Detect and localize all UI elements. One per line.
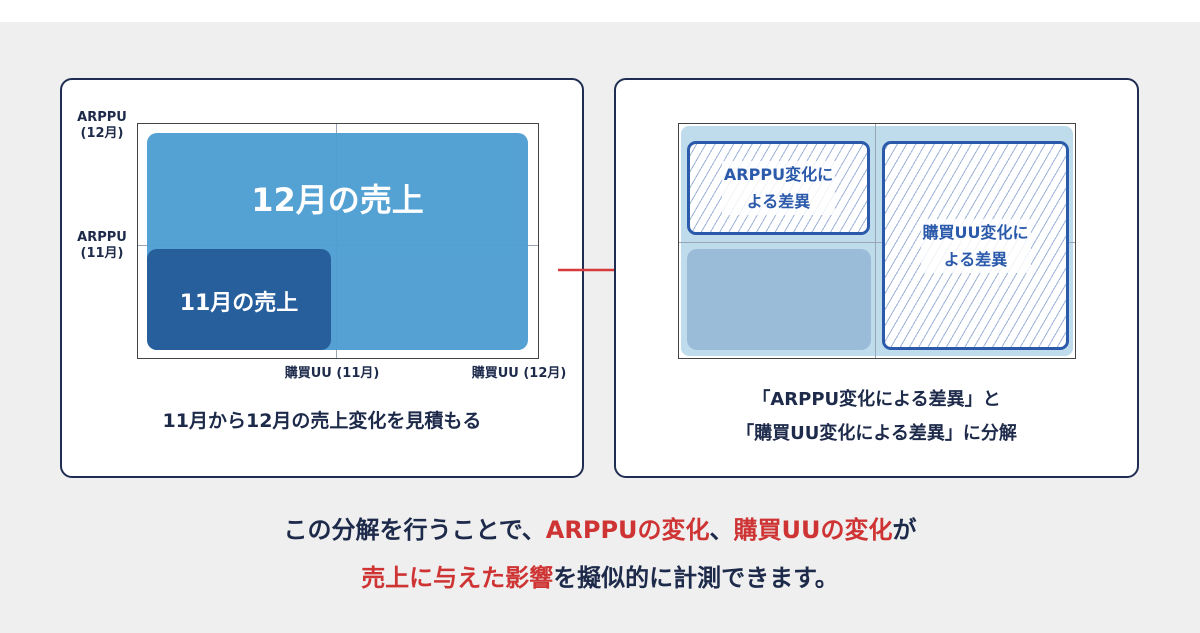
x-axis-label-uu-nov: 購買UU (11月) bbox=[284, 366, 380, 381]
dec-sales-label: 12月の売上 bbox=[251, 181, 424, 219]
panel-decomposition: ARPPU変化に よる差異 購買UU変化に よる差異 「ARPPU変化による差異… bbox=[614, 78, 1139, 478]
nov-sales-block: 11月の売上 bbox=[147, 249, 331, 350]
arppu-change-diff-box: ARPPU変化に よる差異 bbox=[687, 141, 870, 235]
left-caption: 11月から12月の売上変化を見積もる bbox=[162, 410, 482, 432]
gridline-horizontal bbox=[679, 242, 1075, 243]
footer-line2-b: を擬似的に計測できます。 bbox=[553, 564, 839, 592]
uu-change-diff-label: 購買UU変化に よる差異 bbox=[920, 218, 1031, 273]
uu-change-diff-box: 購買UU変化に よる差異 bbox=[882, 141, 1069, 350]
x-axis-label-uu-dec: 購買UU (12月) bbox=[471, 366, 567, 381]
decomposition-frame: ARPPU変化に よる差異 購買UU変化に よる差異 bbox=[678, 123, 1076, 359]
right-caption-line1: 「ARPPU変化による差異」と bbox=[752, 389, 1001, 410]
footer-arppu-change: ARPPUの変化 bbox=[545, 516, 710, 544]
right-caption-line2: 「購買UU変化による差異」に分解 bbox=[736, 423, 1017, 444]
nov-sales-label: 11月の売上 bbox=[179, 291, 299, 316]
footer-line1-e: が bbox=[892, 516, 917, 544]
top-strip bbox=[0, 0, 1200, 22]
footer-line2: 売上に与えた影響を擬似的に計測できます。 bbox=[0, 558, 1200, 593]
footer-line1: この分解を行うことで、ARPPUの変化、購買UUの変化が bbox=[0, 510, 1200, 545]
panel-sales-estimate: ARPPU (12月) ARPPU (11月) 12月の売上 11月の売上 購買… bbox=[60, 78, 584, 478]
footer-sales-impact: 売上に与えた影響 bbox=[361, 564, 554, 592]
footer-line1-a: この分解を行うことで、 bbox=[283, 516, 546, 544]
nov-sales-block-faded bbox=[687, 249, 871, 350]
chart-frame: 12月の売上 11月の売上 bbox=[137, 123, 539, 359]
arppu-change-diff-label: ARPPU変化に よる差異 bbox=[721, 161, 836, 215]
gridline-vertical bbox=[875, 124, 876, 358]
y-axis-label-arppu-dec: ARPPU (12月) bbox=[77, 110, 127, 141]
footer-line1-c: 、 bbox=[709, 516, 734, 544]
footer-uu-change: 購買UUの変化 bbox=[733, 516, 893, 544]
y-axis-label-arppu-nov: ARPPU (11月) bbox=[77, 230, 127, 261]
dec-sales-block: 12月の売上 bbox=[147, 133, 528, 350]
